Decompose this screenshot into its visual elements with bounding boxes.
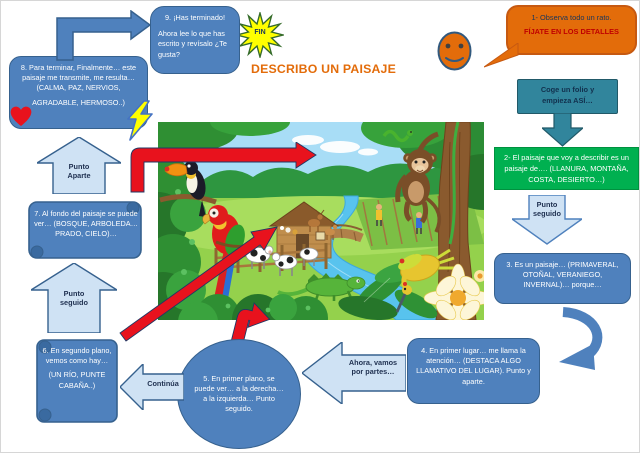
step6-text-block: 6. En segundo plano, vemos como hay… (UN… (39, 346, 115, 391)
ahora-left-arrow: Ahora, vamos por partes… (302, 342, 406, 404)
start-note-box: Coge un folio y empieza ASÍ… (517, 79, 618, 114)
punto-seguido-right-label: Punto seguido (533, 200, 561, 219)
red-diagonal-arrow (117, 217, 285, 345)
big-flower (423, 263, 484, 320)
step6-main-text: 6. En segundo plano, vemos como hay… (42, 346, 112, 366)
step5-ellipse: 5. En primer plano, se puede ver… a la d… (177, 339, 301, 449)
continua-label: Continúa (147, 379, 179, 388)
toucan-branch (159, 194, 217, 205)
cows (245, 245, 319, 276)
step6-note-text: (UN RÍO, PUNTE CABAÑA..) (48, 370, 106, 390)
step8-box: 8. Para terminar, Finalmente… este paisa… (9, 56, 148, 129)
speech-bubble-tail (484, 43, 520, 69)
lightning-bolt-icon (126, 100, 156, 142)
punto-seguido-down-arrow: Punto seguido (512, 195, 582, 245)
start-note-text: Coge un folio y empieza ASÍ… (540, 85, 595, 106)
fin-label: FIN (254, 29, 266, 36)
punto-seguido-left-label: Punto seguido (60, 289, 88, 308)
punto-seguido-up-arrow: Punto seguido (31, 263, 117, 333)
step1-text: 1- Observa todo un rato. (531, 13, 612, 22)
step8-main-text: 8. Para terminar, Finalmente… este paisa… (20, 63, 137, 93)
step3-text: 3. Es un paisaje… (PRIMAVERAL, OTOÑAL, V… (506, 260, 619, 290)
snake (382, 129, 413, 143)
continua-left-arrow: Continúa (120, 364, 184, 410)
step9-title-text: 9. ¡Has terminado! (164, 13, 226, 22)
smiley-face-icon (437, 31, 472, 71)
fin-star: FIN (236, 12, 284, 58)
step2-text: 2- El paisaje que voy a describir es un … (504, 153, 629, 185)
vine (448, 122, 460, 245)
step5-text: 5. En primer plano, se puede ver… a la d… (194, 373, 284, 414)
monkey (395, 131, 442, 233)
step1-speech-bubble: 1- Observa todo un rato. FÍJATE EN LOS D… (506, 5, 637, 55)
chickens (280, 226, 298, 235)
landscape-picture (158, 122, 484, 320)
elbow-arrow-to-step9 (51, 10, 153, 62)
step4-text: 4. En primer lugar… me llama la atención… (416, 346, 531, 386)
toucan (164, 161, 206, 217)
teal-down-arrow (542, 113, 583, 147)
punto-aparte-label: Punto Aparte (67, 162, 91, 181)
farmer-2 (416, 212, 422, 234)
page-title: DESCRIBO UN PAISAJE (250, 62, 396, 76)
step4-box: 4. En primer lugar… me llama la atención… (407, 338, 540, 404)
ahora-label: Ahora, vamos por partes… (348, 358, 398, 377)
step8-note-text: AGRADABLE, HERMOSO..) (32, 97, 125, 107)
banana-leaves (338, 261, 438, 320)
step1-warning-text: FÍJATE EN LOS DETALLES (524, 27, 619, 37)
red-elbow-arrow-top (126, 142, 318, 194)
curved-connector-arrow (549, 306, 611, 374)
step7-text: 7. Al fondo del paisaje se puede ver… (B… (34, 209, 138, 239)
step6-scroll: 6. En segundo plano, vemos como hay… (UN… (31, 334, 123, 428)
step2-box: 2- El paisaje que voy a describir es un … (494, 147, 639, 190)
step3-box: 3. Es un paisaje… (PRIMAVERAL, OTOÑAL, V… (494, 253, 631, 304)
deer (308, 209, 338, 240)
punto-aparte-up-arrow: Punto Aparte (37, 137, 121, 194)
step7-scroll: 7. Al fondo del paisaje se puede ver… (B… (25, 190, 147, 266)
landscape-illustration (158, 122, 484, 320)
iguana (277, 273, 366, 301)
crane-bird (395, 248, 456, 313)
farmer-1 (376, 204, 382, 226)
step9-box: 9. ¡Has terminado! Ahora lee lo que has … (150, 6, 240, 74)
heart-icon (8, 103, 34, 128)
red-bent-arrow-bottom (224, 298, 277, 359)
step9-body-text: Ahora lee lo que has escrito y revísalo … (158, 29, 227, 59)
